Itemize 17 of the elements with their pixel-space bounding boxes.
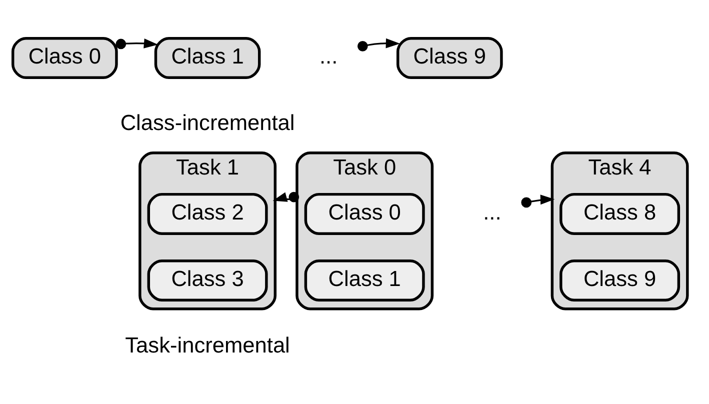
label: Task-incremental — [125, 332, 290, 357]
node-box: Class 0 — [12, 36, 118, 78]
arrow — [521, 194, 555, 208]
node-text: ... — [320, 42, 338, 68]
node-box: Class 2 — [147, 192, 268, 234]
label: Class-incremental — [120, 109, 295, 134]
arrow — [116, 38, 158, 49]
node-box: Class 1 — [154, 36, 261, 78]
node-box: Class 8 — [560, 192, 680, 234]
node-box: Class 1 — [304, 258, 425, 301]
arrow — [357, 38, 400, 51]
node-box: Class 9 — [396, 36, 503, 78]
arrow — [272, 191, 300, 202]
node-box: Class 3 — [147, 258, 268, 301]
node-text: ... — [483, 198, 502, 224]
node-box: Class 9 — [560, 258, 680, 301]
node-box: Class 0 — [304, 192, 425, 234]
